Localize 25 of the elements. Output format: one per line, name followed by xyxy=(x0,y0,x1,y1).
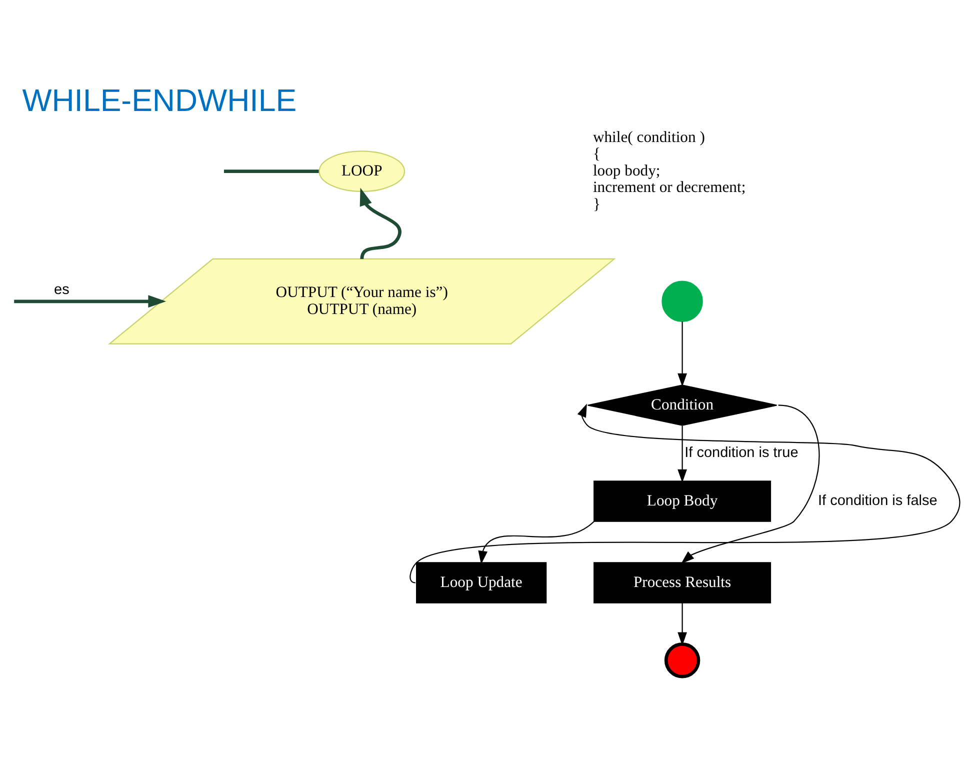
label: increment or decrement; xyxy=(592,178,746,196)
node-box: Loop Body xyxy=(594,480,772,522)
edge-label: If condition is true xyxy=(684,444,798,461)
arrow xyxy=(14,294,166,308)
arrow xyxy=(410,403,960,583)
edge-label: If condition is false xyxy=(818,492,938,509)
node-diamond: Condition xyxy=(587,384,778,426)
arrow xyxy=(681,404,820,564)
arrow xyxy=(678,425,687,482)
label: } xyxy=(592,195,600,212)
arrow xyxy=(478,520,594,564)
label: { xyxy=(592,145,600,162)
label: loop body; xyxy=(592,162,660,179)
node-box: Loop Update xyxy=(416,562,547,603)
arrow xyxy=(678,321,687,386)
node-circle xyxy=(664,642,700,678)
arrow xyxy=(678,602,687,646)
label: while( condition ) xyxy=(592,128,705,146)
node-ellipse: LOOP xyxy=(318,150,406,192)
node-circle xyxy=(662,280,703,322)
diagram-title: WHILE-ENDWHILE xyxy=(22,82,297,118)
edge-label: es xyxy=(54,282,70,298)
node-box: Process Results xyxy=(594,562,772,603)
arrow xyxy=(360,187,402,259)
connector xyxy=(224,169,319,173)
